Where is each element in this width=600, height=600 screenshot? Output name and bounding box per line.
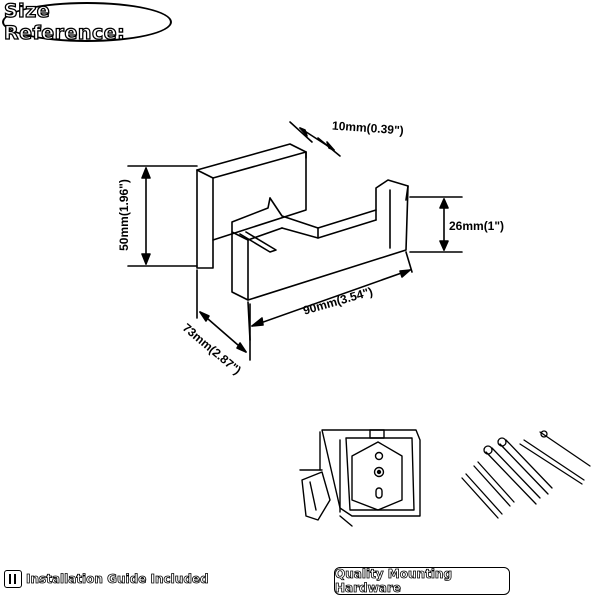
installation-guide-label: Installation Guide Included <box>26 572 209 587</box>
hook-outline <box>196 143 409 301</box>
tools-icon <box>4 570 22 588</box>
slot <box>239 231 277 253</box>
label-hook-height: 26mm(1") <box>449 219 505 233</box>
dim-depth <box>196 269 251 361</box>
installation-guide-note: Installation Guide Included <box>4 570 209 588</box>
dim-thickness <box>289 121 341 157</box>
dim-hook-height <box>409 196 463 253</box>
mounting-hardware-label: Quality Mounting Hardware <box>335 567 453 596</box>
hardware-image <box>461 430 591 519</box>
dim-length <box>247 251 413 341</box>
mounting-hardware-badge: Quality Mounting Hardware <box>334 567 510 595</box>
page-title: Size Reference: <box>3 0 126 45</box>
back-plate <box>196 143 307 269</box>
label-height: 50mm(1.96") <box>116 179 131 251</box>
size-reference-badge: Size Reference: <box>2 0 172 45</box>
dim-height <box>127 165 198 267</box>
installation-image <box>299 429 421 527</box>
